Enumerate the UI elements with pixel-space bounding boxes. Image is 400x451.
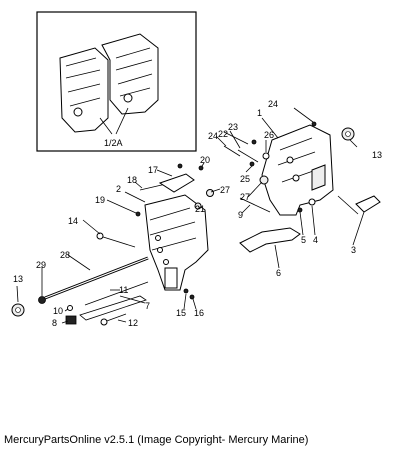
exploded-parts-diagram: 1/2A xyxy=(11,11,382,328)
label-4: 4 xyxy=(313,235,318,245)
label-12: 12 xyxy=(128,318,138,328)
label-24-left: 24 xyxy=(208,131,218,141)
label-9: 9 xyxy=(238,210,243,220)
inset-label: 1/2A xyxy=(104,138,123,148)
label-13-right: 13 xyxy=(372,150,382,160)
label-23: 23 xyxy=(228,122,238,132)
clamp-screw-part-3 xyxy=(337,195,381,215)
label-2: 2 xyxy=(116,184,121,194)
bolt-part-22 xyxy=(237,149,259,163)
arm-part-6 xyxy=(239,227,301,253)
label-18: 18 xyxy=(127,175,137,185)
label-27-left: 27 xyxy=(220,185,230,195)
part-10 xyxy=(67,305,73,311)
label-5: 5 xyxy=(301,235,306,245)
tilt-tube-part-28 xyxy=(44,256,149,300)
label-25: 25 xyxy=(240,174,250,184)
label-22: 22 xyxy=(218,129,228,139)
inset-box: 1/2A xyxy=(36,11,197,152)
label-16: 16 xyxy=(194,308,204,318)
image-caption: MercuryPartsOnline v2.5.1 (Image Copyrig… xyxy=(4,434,309,446)
washer-part-27b xyxy=(206,189,214,197)
part-26 xyxy=(262,152,270,160)
rod-part-7 xyxy=(79,295,147,321)
part-4 xyxy=(308,198,316,206)
leader-lines xyxy=(16,107,365,324)
part-5 xyxy=(297,207,303,213)
part-25 xyxy=(249,161,255,167)
part-15 xyxy=(183,288,189,294)
pin-part-9 xyxy=(239,197,271,213)
bolt-part-18 xyxy=(139,183,167,191)
label-14: 14 xyxy=(68,216,78,226)
part-24b xyxy=(311,121,317,127)
label-27-right: 27 xyxy=(240,192,250,202)
part-19 xyxy=(135,211,141,217)
label-8: 8 xyxy=(52,318,57,328)
label-24-top: 24 xyxy=(268,99,278,109)
spring-part-8 xyxy=(65,315,77,325)
bolt-part-12 xyxy=(103,313,127,323)
label-28: 28 xyxy=(60,250,70,260)
bolt-part-14 xyxy=(99,235,136,248)
label-3: 3 xyxy=(351,245,356,255)
label-6: 6 xyxy=(276,268,281,278)
part-20 xyxy=(198,165,204,171)
label-19: 19 xyxy=(95,195,105,205)
lever-part-17 xyxy=(158,173,195,193)
label-20: 20 xyxy=(200,155,210,165)
rod-part-11 xyxy=(84,281,149,306)
label-29: 29 xyxy=(36,260,46,270)
label-17: 17 xyxy=(148,165,158,175)
label-26: 26 xyxy=(264,130,274,140)
part-23 xyxy=(251,139,257,145)
label-10: 10 xyxy=(53,306,63,316)
bracket-part-1 xyxy=(261,124,334,216)
part-16 xyxy=(189,294,195,300)
label-13-left: 13 xyxy=(13,274,23,284)
label-21: 21 xyxy=(195,204,205,214)
bolt-part-24a xyxy=(223,145,241,157)
label-11: 11 xyxy=(119,285,128,295)
label-7: 7 xyxy=(145,301,150,311)
label-1: 1 xyxy=(257,108,262,118)
part-29 xyxy=(38,296,46,304)
part-labels: 1 2 3 4 5 6 7 8 9 10 11 12 13 13 14 15 1… xyxy=(13,99,382,328)
label-15: 15 xyxy=(176,308,186,318)
part-dot-17 xyxy=(177,163,183,169)
